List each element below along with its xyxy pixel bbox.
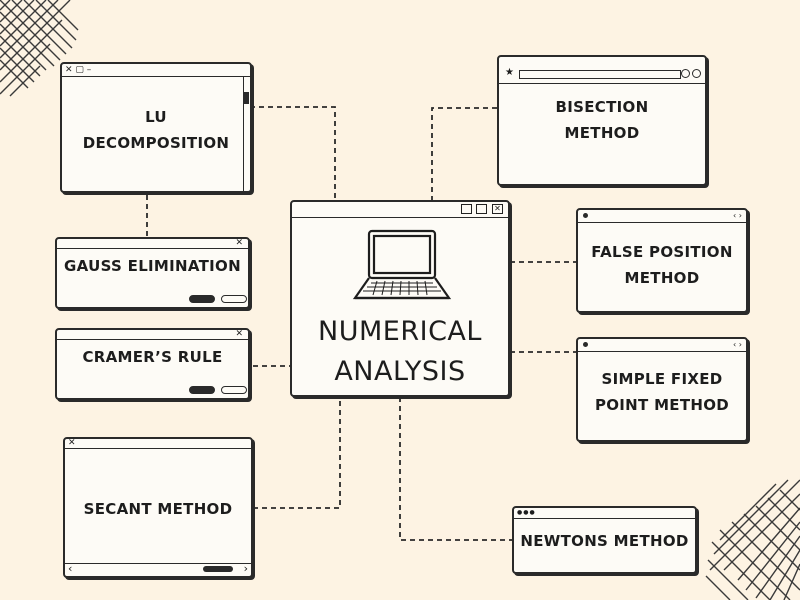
dialog-button-secondary bbox=[221, 295, 247, 303]
node-label: BISECTION METHOD bbox=[499, 94, 705, 146]
node-label: NEWTONS METHOD bbox=[520, 532, 689, 550]
node-false-position-method: ‹ › FALSE POSITION METHOD bbox=[576, 208, 748, 313]
scroll-right-icon: › bbox=[243, 562, 248, 575]
laptop-icon bbox=[352, 229, 452, 300]
node-label-line1: LU bbox=[145, 108, 167, 126]
hatch-pattern-top-left bbox=[0, 0, 79, 97]
dot-icon bbox=[583, 213, 588, 218]
address-bar bbox=[519, 70, 681, 79]
node-label: CRAMER’S RULE bbox=[82, 348, 223, 366]
center-title-line2: ANALYSIS bbox=[334, 356, 466, 387]
circle-icon bbox=[681, 69, 690, 78]
node-label-line1: SIMPLE FIXED bbox=[601, 370, 723, 388]
circle-icon bbox=[692, 69, 701, 78]
minimize-icon bbox=[461, 204, 472, 214]
title-bar: ✕ bbox=[57, 330, 248, 340]
dialog-button-primary bbox=[189, 295, 215, 303]
node-label-line1: FALSE POSITION bbox=[591, 243, 733, 261]
scrollbar bbox=[243, 76, 250, 191]
node-label-line2: DECOMPOSITION bbox=[82, 134, 230, 152]
hatch-pattern-bottom-right bbox=[705, 479, 800, 600]
node-secant-method: ✕ SECANT METHOD ‹ › bbox=[63, 437, 253, 578]
close-icon: ✕ bbox=[235, 329, 243, 339]
connector-lu bbox=[250, 106, 336, 200]
title-bar: ✕ bbox=[57, 239, 248, 249]
dialog-button-primary bbox=[189, 386, 215, 394]
node-label: GAUSS ELIMINATION bbox=[64, 257, 241, 275]
center-title-line1: NUMERICAL bbox=[318, 316, 482, 347]
node-cramers-rule: ✕ CRAMER’S RULE bbox=[55, 328, 250, 400]
window-controls-icon: ✕ ▢ – bbox=[65, 65, 92, 75]
node-label: SECANT METHOD bbox=[83, 500, 233, 518]
node-newtons-method: ●●● NEWTONS METHOD bbox=[512, 506, 697, 574]
node-bisection-method: ★ BISECTION METHOD bbox=[497, 55, 707, 186]
center-title: NUMERICAL ANALYSIS bbox=[292, 312, 508, 392]
star-icon: ★ bbox=[505, 67, 514, 78]
close-icon: ✕ bbox=[235, 238, 243, 248]
node-label: FALSE POSITION METHOD bbox=[578, 239, 746, 291]
connector-newtons bbox=[399, 388, 512, 541]
close-icon: ✕ bbox=[492, 204, 503, 214]
connector-bisection bbox=[431, 107, 497, 200]
node-label: LU DECOMPOSITION bbox=[62, 104, 250, 156]
node-label-line1: BISECTION bbox=[555, 98, 649, 116]
title-bar: ●●● bbox=[514, 508, 695, 519]
node-label-line2: METHOD bbox=[624, 269, 700, 287]
scrollbar-thumb bbox=[203, 566, 233, 572]
dot-icon bbox=[583, 342, 588, 347]
title-bar: ‹ › bbox=[578, 339, 746, 352]
node-label-line2: METHOD bbox=[564, 124, 640, 142]
browser-toolbar: ★ bbox=[499, 57, 705, 84]
node-simple-fixed-point-method: ‹ › SIMPLE FIXED POINT METHOD bbox=[576, 337, 748, 442]
nav-arrows-icon: ‹ › bbox=[733, 211, 742, 220]
connector-secant bbox=[253, 397, 341, 509]
window-dots-icon: ●●● bbox=[517, 509, 536, 516]
dialog-button-secondary bbox=[221, 386, 247, 394]
horizontal-scrollbar: ‹ › bbox=[65, 562, 251, 576]
close-icon: ✕ bbox=[68, 438, 76, 448]
title-bar: ‹ › bbox=[578, 210, 746, 223]
node-lu-decomposition: ✕ ▢ – LU DECOMPOSITION bbox=[60, 62, 252, 193]
nav-arrows-icon: ‹ › bbox=[733, 340, 742, 349]
title-bar: ✕ ▢ – bbox=[62, 64, 250, 77]
title-bar: ✕ bbox=[292, 202, 508, 218]
node-label-line2: POINT METHOD bbox=[594, 396, 730, 414]
scroll-left-icon: ‹ bbox=[68, 562, 73, 575]
title-bar: ✕ bbox=[65, 439, 251, 449]
scrollbar-thumb bbox=[244, 92, 249, 104]
maximize-icon bbox=[476, 204, 487, 214]
center-node-numerical-analysis: ✕ NUMERICAL ANALYSIS bbox=[290, 200, 510, 397]
node-gauss-elimination: ✕ GAUSS ELIMINATION bbox=[55, 237, 250, 309]
node-label: SIMPLE FIXED POINT METHOD bbox=[578, 366, 746, 418]
